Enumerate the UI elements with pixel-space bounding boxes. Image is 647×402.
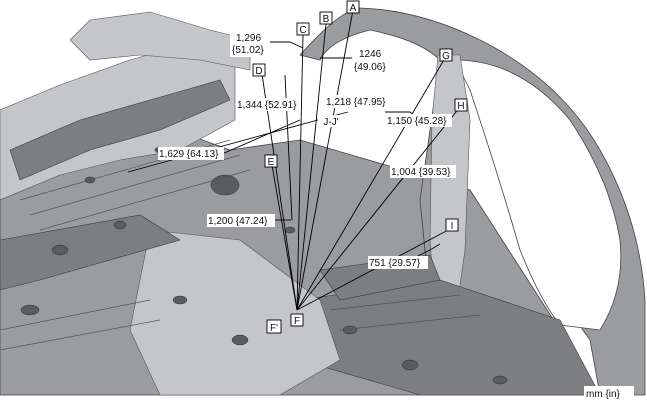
point-f-prime: F' — [266, 319, 282, 334]
point-c-label: C — [299, 25, 306, 36]
measurement-1004: 1,004 {39.53} — [391, 167, 451, 178]
point-f: F — [290, 313, 304, 327]
line-f-b — [296, 23, 327, 311]
line-f-a — [296, 9, 354, 311]
point-jj: J-J' — [318, 115, 344, 128]
point-a: A — [346, 0, 360, 14]
line-f-c — [296, 34, 304, 311]
units-legend: mm {in} — [584, 386, 634, 400]
measurement-1218: 1,218 {47.95} — [326, 97, 386, 108]
line-f-g — [296, 57, 446, 311]
point-f-prime-label: F' — [270, 323, 278, 334]
point-d-label: D — [255, 66, 262, 77]
measurement-1150: 1,150 {45.28} — [387, 116, 447, 127]
measurement-1344: 1,344 {52.91} — [237, 100, 297, 111]
units-label: mm {in} — [586, 389, 621, 400]
measurement-1296-sub: {51.02} — [232, 45, 264, 56]
measurement-1296: 1,296 — [236, 33, 261, 44]
measurement-1246: 1246 — [359, 49, 382, 60]
car-body-illustration — [0, 7, 646, 396]
point-g: G — [439, 48, 453, 62]
line-f-d — [261, 73, 298, 311]
measurement-1200: 1,200 {47.24} — [208, 216, 268, 227]
point-c: C — [296, 22, 310, 36]
point-i-label: I — [451, 221, 454, 232]
point-e-label: E — [268, 157, 275, 168]
point-i: I — [445, 218, 459, 232]
point-g-label: G — [442, 51, 450, 62]
leader-1629 — [221, 119, 301, 155]
measurement-751: 751 {29.57} — [369, 258, 421, 269]
measurement-labels: 1,296 {51.02} 1246 {49.06} 1,344 {52.91}… — [158, 31, 456, 269]
measurement-1246-sub: {49.06} — [354, 62, 386, 73]
point-jj-label: J-J' — [323, 117, 338, 128]
point-h: H — [454, 98, 468, 112]
measurement-1629: 1,629 {64.13} — [159, 149, 219, 160]
point-a-label: A — [350, 3, 357, 14]
point-b-label: B — [323, 14, 330, 25]
point-h-label: H — [457, 101, 464, 112]
point-d: D — [252, 63, 266, 77]
leader-1296 — [268, 41, 304, 49]
point-callouts: A B C D E F F' G — [252, 0, 468, 334]
line-f-e — [271, 164, 298, 311]
point-e: E — [264, 154, 278, 168]
point-b: B — [319, 11, 333, 25]
line-f-h — [296, 106, 461, 311]
point-f-label: F — [294, 316, 300, 327]
line-jj — [127, 117, 326, 173]
